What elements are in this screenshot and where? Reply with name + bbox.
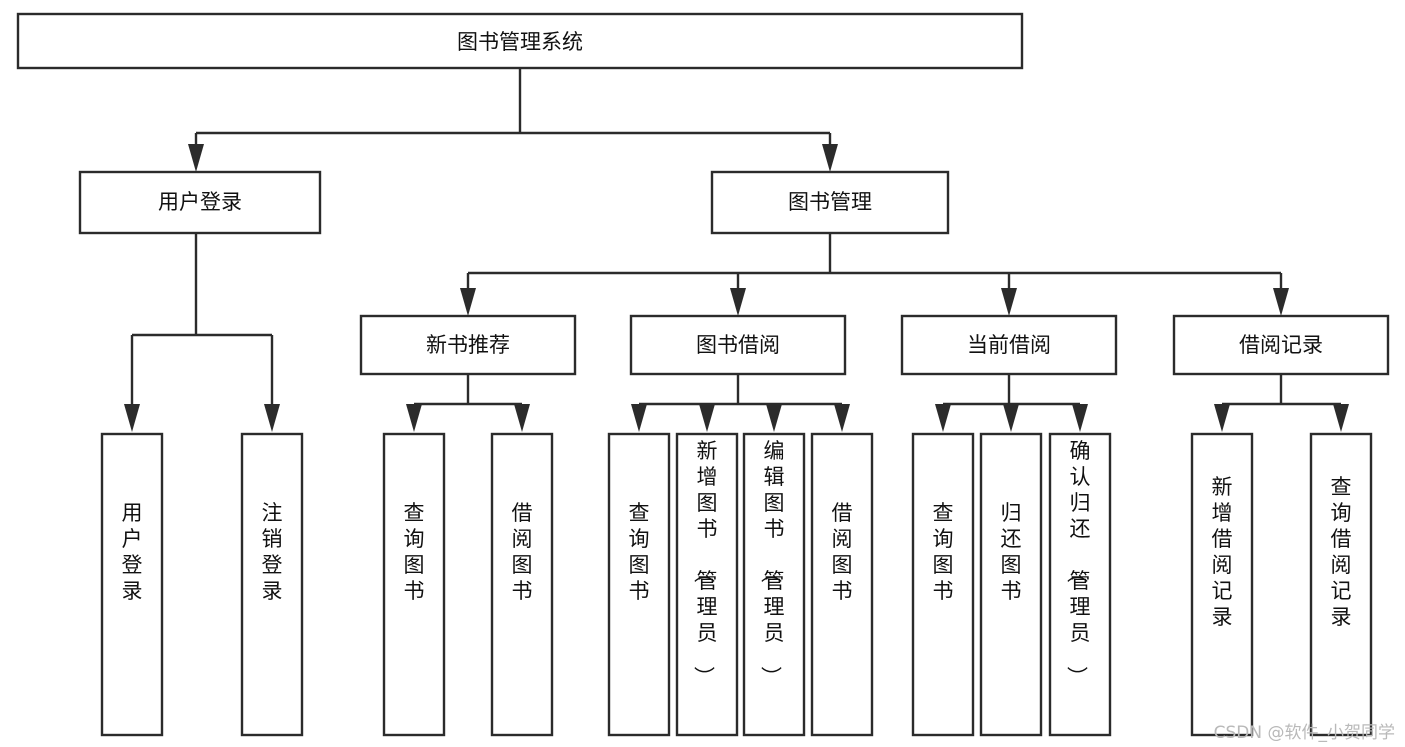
node-leaf-add-record[interactable]: 新增借阅记录 [1190, 432, 1254, 737]
node-leaf-query-book-1-label: 查询图书 [404, 501, 425, 603]
node-book-borrow-box[interactable] [629, 314, 847, 376]
arrow-to-leaf-confirm-return [1072, 404, 1088, 432]
node-leaf-query-book-2-label: 查询图书 [629, 501, 650, 603]
arrow-to-leaf-borrow-book-1 [514, 404, 530, 432]
node-leaf-borrow-book-2-box[interactable] [810, 432, 874, 737]
node-book-management[interactable]: 图书管理 [710, 170, 950, 235]
node-leaf-return-book[interactable]: 归还图书 [979, 432, 1043, 737]
node-leaf-user-logout-label: 注销登录 [262, 501, 283, 603]
node-book-management-label: 图书管理 [788, 190, 872, 214]
arrow-to-leaf-add-record [1214, 404, 1230, 432]
node-leaf-add-book-box[interactable] [675, 432, 739, 737]
node-user-login-box[interactable] [78, 170, 322, 235]
arrow-to-current-borrow [1001, 288, 1017, 316]
node-leaf-confirm-return[interactable]: 确认归还（管理员） [1048, 432, 1112, 737]
arrow-to-leaf-query-record [1333, 404, 1349, 432]
node-leaf-user-login-box[interactable] [100, 432, 164, 737]
arrow-to-leaf-user-login [124, 404, 140, 432]
node-root-box[interactable] [16, 12, 1024, 70]
node-leaf-add-book-label: 新增图书（管理员） [692, 439, 718, 687]
arrow-to-book-borrow [730, 288, 746, 316]
node-leaf-add-book[interactable]: 新增图书（管理员） [675, 432, 739, 737]
arrow-to-leaf-query-book-1 [406, 404, 422, 432]
node-root[interactable]: 图书管理系统 [16, 12, 1024, 70]
node-leaf-add-record-box[interactable] [1190, 432, 1254, 737]
node-leaf-query-book-3[interactable]: 查询图书 [911, 432, 975, 737]
node-leaf-edit-book-label: 编辑图书（管理员） [759, 439, 785, 687]
arrow-to-user-login [188, 144, 204, 172]
csdn-watermark: CSDN @软件_小贺同学 [1213, 723, 1395, 743]
node-leaf-query-book-1[interactable]: 查询图书 [382, 432, 446, 737]
arrow-to-new-book-recommend [460, 288, 476, 316]
node-leaf-query-book-1-box[interactable] [382, 432, 446, 737]
node-user-login[interactable]: 用户登录 [78, 170, 322, 235]
node-leaf-query-record[interactable]: 查询借阅记录 [1309, 432, 1373, 737]
node-new-book-recommend-box[interactable] [359, 314, 577, 376]
node-leaf-borrow-book-2[interactable]: 借阅图书 [810, 432, 874, 737]
node-leaf-borrow-book-1-label: 借阅图书 [512, 501, 533, 603]
arrow-to-leaf-query-book-3 [935, 404, 951, 432]
node-current-borrow-box[interactable] [900, 314, 1118, 376]
node-leaf-user-login-label: 用户登录 [122, 501, 143, 603]
node-leaf-user-logout-box[interactable] [240, 432, 304, 737]
node-leaf-confirm-return-box[interactable] [1048, 432, 1112, 737]
node-leaf-user-login[interactable]: 用户登录 [100, 432, 164, 737]
node-leaf-query-book-2-box[interactable] [607, 432, 671, 737]
node-borrow-record-box[interactable] [1172, 314, 1390, 376]
arrow-to-leaf-query-book-2 [631, 404, 647, 432]
node-leaf-query-book-3-box[interactable] [911, 432, 975, 737]
node-book-borrow-label: 图书借阅 [696, 333, 780, 357]
node-leaf-return-book-box[interactable] [979, 432, 1043, 737]
node-current-borrow[interactable]: 当前借阅 [900, 314, 1118, 376]
arrow-to-leaf-user-logout [264, 404, 280, 432]
node-leaf-add-record-label: 新增借阅记录 [1212, 475, 1233, 629]
node-leaf-return-book-label: 归还图书 [1001, 501, 1022, 603]
node-book-borrow[interactable]: 图书借阅 [629, 314, 847, 376]
node-leaf-query-book-3-label: 查询图书 [933, 501, 954, 603]
node-book-management-box[interactable] [710, 170, 950, 235]
node-new-book-recommend[interactable]: 新书推荐 [359, 314, 577, 376]
node-leaf-borrow-book-2-label: 借阅图书 [832, 501, 853, 603]
node-borrow-record[interactable]: 借阅记录 [1172, 314, 1390, 376]
node-user-login-label: 用户登录 [158, 190, 242, 214]
arrow-to-leaf-add-book [699, 404, 715, 432]
arrow-to-leaf-return-book [1003, 404, 1019, 432]
node-current-borrow-label: 当前借阅 [967, 333, 1051, 357]
node-leaf-edit-book[interactable]: 编辑图书（管理员） [742, 432, 806, 737]
node-leaf-query-record-label: 查询借阅记录 [1331, 475, 1352, 629]
connector-layer [124, 68, 1349, 432]
arrow-to-leaf-borrow-book-2 [834, 404, 850, 432]
arrow-to-book-management [822, 144, 838, 172]
node-leaf-confirm-return-label: 确认归还（管理员） [1065, 439, 1091, 687]
node-leaf-query-record-box[interactable] [1309, 432, 1373, 737]
arrow-to-leaf-edit-book [766, 404, 782, 432]
arrow-to-borrow-record [1273, 288, 1289, 316]
node-root-label: 图书管理系统 [457, 30, 583, 54]
node-borrow-record-label: 借阅记录 [1239, 333, 1323, 357]
node-leaf-borrow-book-1-box[interactable] [490, 432, 554, 737]
node-leaf-borrow-book-1[interactable]: 借阅图书 [490, 432, 554, 737]
node-leaf-query-book-2[interactable]: 查询图书 [607, 432, 671, 737]
node-leaf-user-logout[interactable]: 注销登录 [240, 432, 304, 737]
node-leaf-edit-book-box[interactable] [742, 432, 806, 737]
node-new-book-recommend-label: 新书推荐 [426, 333, 510, 357]
